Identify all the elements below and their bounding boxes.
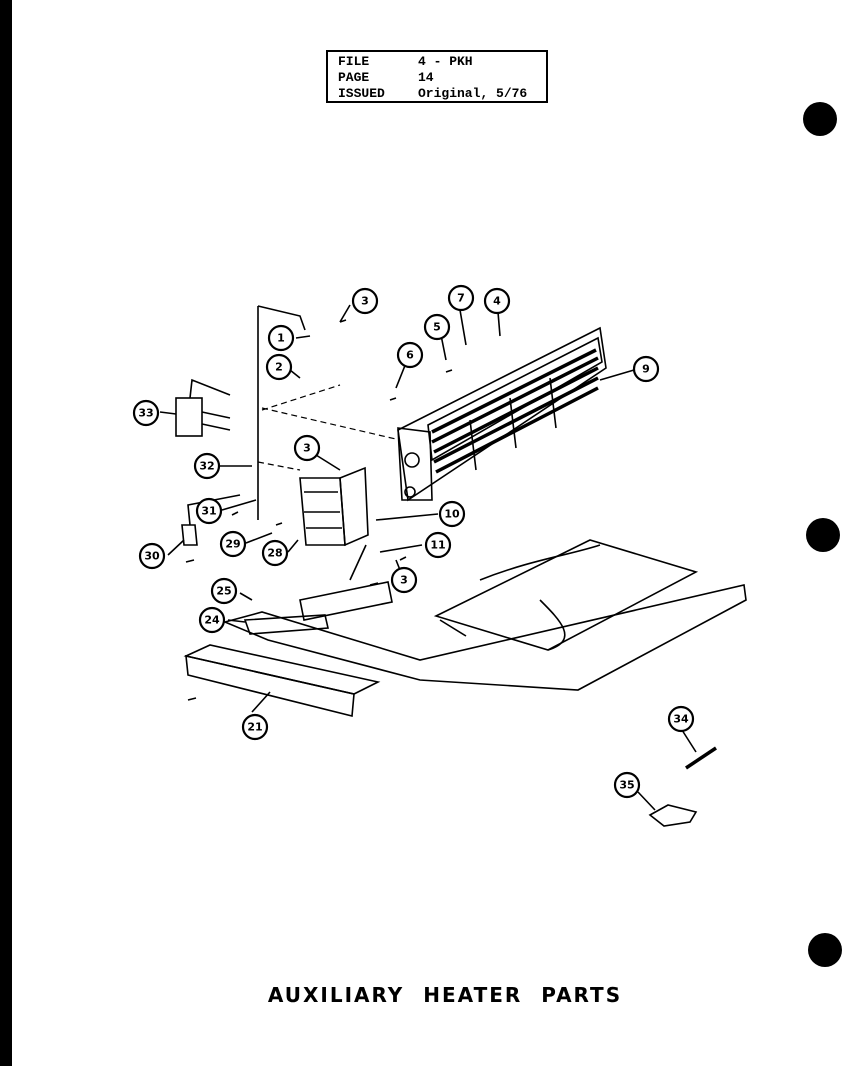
callout-6-label: 6 bbox=[406, 349, 414, 362]
callout-7-label: 7 bbox=[457, 292, 465, 305]
terminal-strip bbox=[299, 581, 393, 621]
file-label: FILE bbox=[338, 54, 370, 69]
callout-1: 1 bbox=[267, 324, 295, 352]
callout-34-label: 34 bbox=[673, 713, 689, 726]
callout-30-label: 30 bbox=[144, 550, 160, 563]
callout-29-label: 29 bbox=[225, 538, 240, 551]
file-row: FILE 4 - PKH bbox=[338, 54, 536, 70]
callout-32: 32 bbox=[193, 452, 221, 480]
callout-24-label: 24 bbox=[204, 614, 220, 627]
issued-value: Original, 5/76 bbox=[418, 86, 528, 101]
control-box bbox=[299, 466, 369, 547]
callout-3: 3 bbox=[390, 566, 418, 594]
page-label: PAGE bbox=[338, 70, 370, 85]
callout-3-label: 3 bbox=[361, 295, 369, 308]
callout-21-label: 21 bbox=[247, 721, 262, 734]
callout-5-label: 5 bbox=[433, 321, 441, 334]
callout-32-label: 32 bbox=[199, 460, 214, 473]
callout-31-label: 31 bbox=[201, 505, 216, 518]
issued-row: ISSUED Original, 5/76 bbox=[338, 86, 536, 102]
callout-33: 33 bbox=[132, 399, 160, 427]
callout-35-label: 35 bbox=[619, 779, 634, 792]
page-value: 14 bbox=[418, 70, 434, 85]
callout-2-label: 2 bbox=[275, 361, 283, 374]
screw-marks bbox=[185, 319, 453, 701]
callout-4: 4 bbox=[483, 287, 511, 315]
callout-34: 34 bbox=[667, 705, 695, 733]
callout-35: 35 bbox=[613, 771, 641, 799]
cover-panel bbox=[183, 644, 381, 718]
binder-hole bbox=[803, 102, 837, 136]
callout-24: 24 bbox=[198, 606, 226, 634]
page-row: PAGE 14 bbox=[338, 70, 536, 86]
leader-lines bbox=[159, 299, 697, 811]
callout-25-label: 25 bbox=[216, 585, 231, 598]
callout-1-label: 1 bbox=[277, 332, 285, 345]
callout-11-label: 11 bbox=[430, 539, 445, 552]
pin-part bbox=[685, 746, 717, 770]
binder-hole bbox=[808, 933, 842, 967]
callout-3: 3 bbox=[293, 434, 321, 462]
callout-11: 11 bbox=[424, 531, 452, 559]
binder-hole bbox=[806, 518, 840, 552]
diagram-title: AUXILIARY HEATER PARTS bbox=[267, 983, 623, 1007]
scan-edge-bar bbox=[0, 0, 12, 1066]
callout-3-label: 3 bbox=[303, 442, 311, 455]
callout-31: 31 bbox=[195, 497, 223, 525]
callout-9: 9 bbox=[632, 355, 660, 383]
callout-3: 3 bbox=[351, 287, 379, 315]
callout-9-label: 9 bbox=[642, 363, 650, 376]
file-value: 4 - PKH bbox=[418, 54, 473, 69]
callout-4-label: 4 bbox=[493, 295, 501, 308]
callout-29: 29 bbox=[219, 530, 247, 558]
mounting-bracket bbox=[243, 614, 329, 635]
thermostat-part bbox=[175, 378, 231, 437]
callout-7: 7 bbox=[447, 284, 475, 312]
wire-lead bbox=[349, 544, 367, 581]
callout-2: 2 bbox=[265, 353, 293, 381]
callout-21: 21 bbox=[241, 713, 269, 741]
callout-30: 30 bbox=[138, 542, 166, 570]
relay-part bbox=[181, 494, 241, 546]
callout-3-label: 3 bbox=[400, 574, 408, 587]
callout-10: 10 bbox=[438, 500, 466, 528]
callout-10-label: 10 bbox=[444, 508, 460, 521]
callout-5: 5 bbox=[423, 313, 451, 341]
file-info-box: FILE 4 - PKH PAGE 14 ISSUED Original, 5/… bbox=[326, 50, 548, 103]
wire-rod bbox=[257, 305, 306, 520]
assembly-guide-lines bbox=[257, 384, 401, 471]
callout-28: 28 bbox=[261, 539, 289, 567]
callout-28-label: 28 bbox=[267, 547, 282, 560]
heater-coil-assembly bbox=[397, 326, 607, 502]
callout-6: 6 bbox=[396, 341, 424, 369]
callout-33-label: 33 bbox=[138, 407, 153, 420]
callout-25: 25 bbox=[210, 577, 238, 605]
issued-label: ISSUED bbox=[338, 86, 385, 101]
clip-part bbox=[648, 804, 698, 827]
base-pan bbox=[222, 539, 747, 691]
